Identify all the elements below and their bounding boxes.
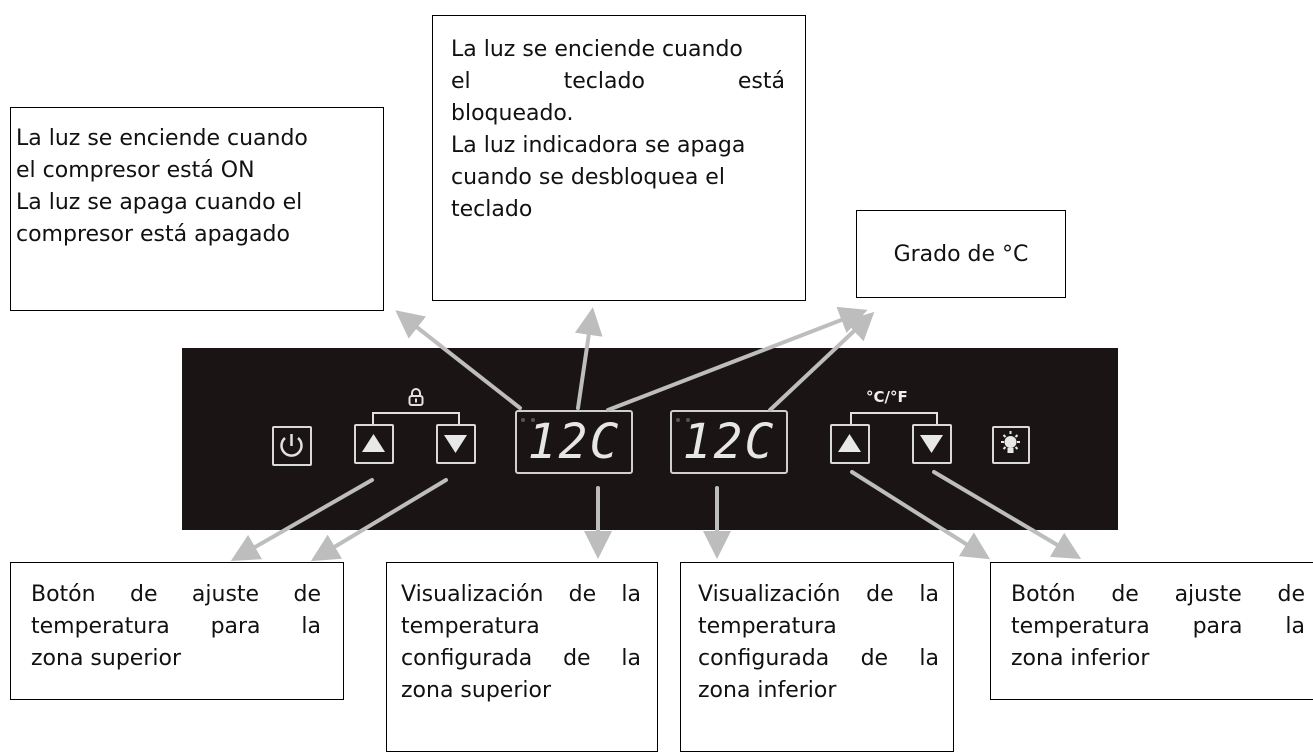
callout-line: compresor está apagado	[16, 222, 290, 247]
power-icon	[280, 434, 303, 457]
triangle-down-icon	[444, 435, 467, 453]
arrow-upper-up	[230, 478, 374, 561]
callout-celsius: Grado de °C	[856, 210, 1066, 298]
triangle-down-icon	[920, 435, 943, 453]
arrow-lock-light	[574, 307, 603, 410]
lower-temp-down-button[interactable]	[912, 424, 952, 464]
callout-line: bloqueado.	[451, 101, 574, 126]
arrow-lower-up	[850, 470, 991, 560]
callout-lock-light: La luz se enciende cuando el teclado est…	[432, 15, 806, 301]
arrow-celsius-upper	[606, 306, 868, 412]
arrow-celsius-lower	[768, 311, 875, 412]
callout-line: temperatura para la	[1011, 614, 1305, 639]
triangle-up-icon	[362, 434, 385, 452]
upper-temp-down-button[interactable]	[436, 424, 476, 464]
callout-line: La luz se enciende cuando	[16, 126, 308, 151]
arrow-lower-down	[932, 470, 1082, 560]
display-dot	[676, 418, 680, 422]
lower-temp-up-button[interactable]	[830, 424, 870, 464]
arrow-compressor-light	[395, 310, 522, 410]
callout-compressor-light: La luz se enciende cuando el compresor e…	[10, 107, 384, 311]
callout-line: temperatura	[401, 614, 540, 639]
callout-line: configurada de la	[698, 646, 939, 671]
lower-temp-value: 12C	[682, 414, 776, 470]
callout-line: cuando se desbloquea el	[451, 165, 725, 190]
arrow-upper-down	[310, 478, 448, 562]
lock-bracket	[372, 412, 460, 424]
callout-line: temperatura para la	[31, 614, 321, 639]
light-bulb-icon	[1001, 431, 1020, 453]
unit-bracket	[850, 412, 938, 424]
callout-line: zona inferior	[698, 678, 837, 703]
lower-temp-display: 12C	[670, 410, 788, 474]
callout-line: Visualización de la	[401, 582, 641, 607]
callout-line: el teclado está	[451, 69, 785, 94]
callout-lower-display: Visualización de la temperatura configur…	[680, 562, 954, 752]
display-dot	[531, 418, 535, 422]
callout-line: temperatura	[698, 614, 837, 639]
display-dot	[686, 418, 690, 422]
callout-lower-adjust: Botón de ajuste de temperatura para la z…	[990, 562, 1313, 700]
callout-line: Botón de ajuste de	[31, 582, 321, 607]
triangle-up-icon	[838, 434, 861, 452]
callout-line: el compresor está ON	[16, 158, 255, 183]
callout-line: zona superior	[401, 678, 551, 703]
callout-line: configurada de la	[401, 646, 641, 671]
upper-temp-value: 12C	[527, 414, 621, 470]
callout-upper-display: Visualización de la temperatura configur…	[386, 562, 658, 752]
lock-icon	[407, 388, 425, 406]
callout-line: Visualización de la	[698, 582, 939, 607]
callout-line: La luz se enciende cuando	[451, 37, 743, 62]
callout-line: La luz se apaga cuando el	[16, 190, 303, 215]
callout-line: zona inferior	[1011, 646, 1150, 671]
power-button[interactable]	[272, 426, 312, 466]
callout-line: zona superior	[31, 646, 181, 671]
display-dot	[521, 418, 525, 422]
upper-temp-display: 12C	[515, 410, 633, 474]
callout-upper-adjust: Botón de ajuste de temperatura para la z…	[10, 562, 344, 700]
callout-line: Botón de ajuste de	[1011, 582, 1305, 607]
callout-line: teclado	[451, 197, 533, 222]
unit-toggle-label: °C/°F	[866, 388, 908, 406]
callout-text: Grado de °C	[893, 242, 1029, 267]
light-button[interactable]	[992, 426, 1030, 464]
callout-line: La luz indicadora se apaga	[451, 133, 746, 158]
upper-temp-up-button[interactable]	[354, 424, 394, 464]
